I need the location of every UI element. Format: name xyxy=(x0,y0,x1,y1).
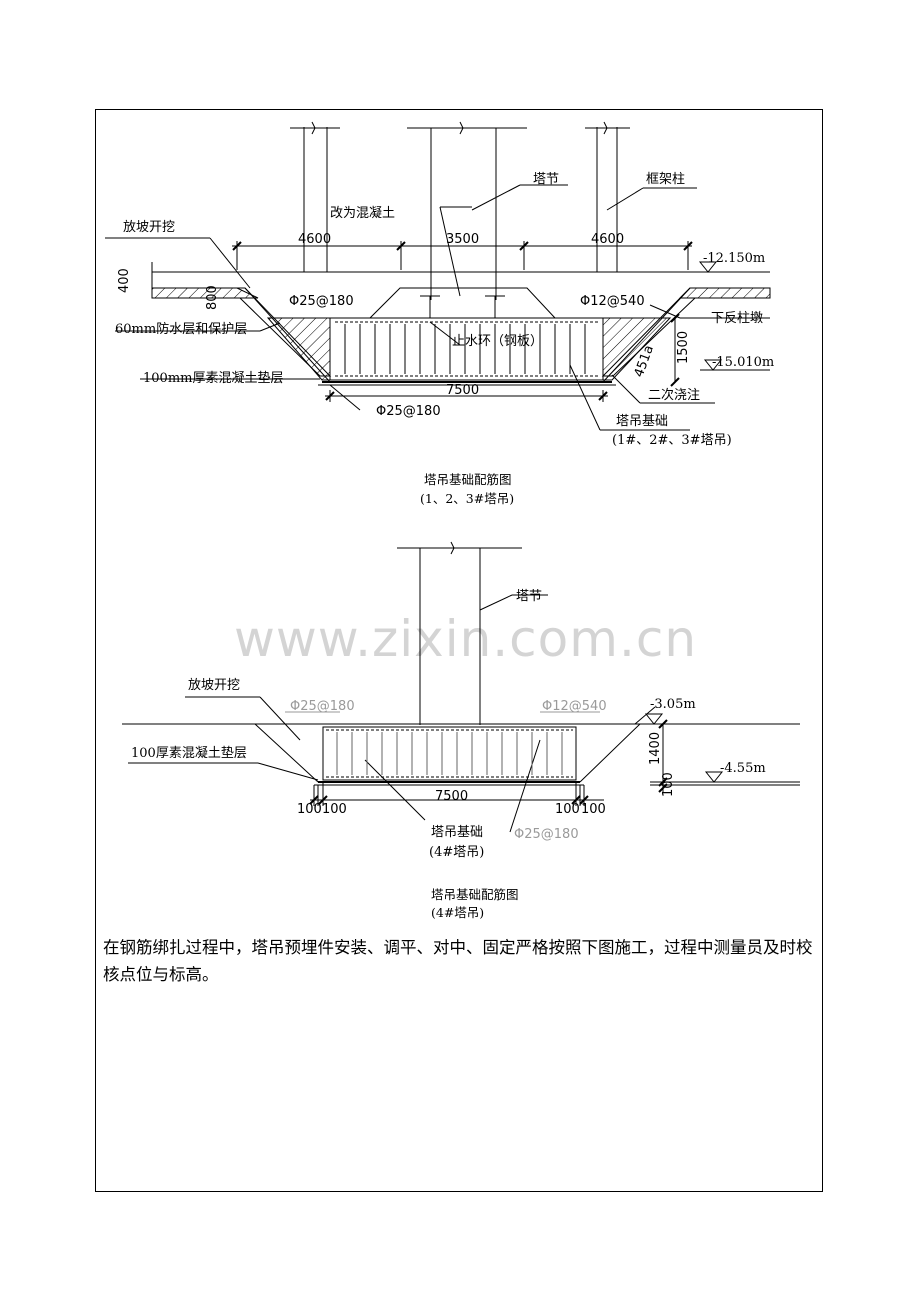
label-xiafan: 下反柱墩 xyxy=(711,311,763,326)
dim-100-a: 100 xyxy=(297,802,322,817)
caption-sub-1: (1、2、3#塔吊) xyxy=(420,491,514,506)
rebar-cage-2 xyxy=(326,729,573,778)
dim-7500-2: 7500 xyxy=(435,789,468,804)
watermark: www.zixin.com.cn xyxy=(234,610,697,668)
label-fangpo-2: 放坡开挖 xyxy=(188,678,240,693)
rebar-cage-1 xyxy=(335,321,598,377)
label-jichu-sub-2: (4#塔吊) xyxy=(429,845,484,860)
elev-top-1: -12.150m xyxy=(703,251,765,266)
rebar-bottom-1: Φ25@180 xyxy=(376,404,441,419)
dim-4600-right: 4600 xyxy=(591,232,624,247)
label-tajie-1: 塔节 xyxy=(533,172,559,187)
label-kuangjiazhu: 框架柱 xyxy=(646,172,685,187)
rebar-right-2: Φ12@540 xyxy=(542,699,607,714)
dim-4600-left: 4600 xyxy=(298,232,331,247)
caption-sub-2: (4#塔吊) xyxy=(431,905,484,920)
rebar-top-left-1: Φ25@180 xyxy=(289,294,354,309)
rebar-top-right-1: Φ12@540 xyxy=(580,294,645,309)
foundation-diagram-1 xyxy=(105,121,771,431)
label-fangpo-1: 放坡开挖 xyxy=(123,220,175,235)
construction-note: 在钢筋绑扎过程中，塔吊预埋件安装、调平、对中、固定严格按照下图施工，过程中测量员… xyxy=(103,938,813,984)
label-tajie-2: 塔节 xyxy=(516,589,542,604)
rebar-bottom-2: Φ25@180 xyxy=(514,827,579,842)
caption-2: 塔吊基础配筋图 xyxy=(431,887,519,902)
caption-1: 塔吊基础配筋图 xyxy=(424,472,512,487)
label-dianceng-2: 100厚素混凝土垫层 xyxy=(131,745,247,761)
dim-100-b: 100 xyxy=(322,802,347,817)
label-waterproof: 60mm防水层和保护层 xyxy=(115,321,247,337)
dim-3500: 3500 xyxy=(446,232,479,247)
elev-bottom-1: -15.010m xyxy=(712,355,774,370)
label-erci: 二次浇注 xyxy=(648,387,700,403)
document-frame xyxy=(95,109,823,1192)
label-zhishuihuan: 止水环（钢板） xyxy=(452,334,543,349)
label-jichu-sub-1: (1#、2#、3#塔吊) xyxy=(612,433,732,448)
dim-100-d: 100 xyxy=(581,802,606,817)
dim-100-c: 100 xyxy=(555,802,580,817)
rebar-left-2: Φ25@180 xyxy=(290,699,355,714)
dim-1500: 1500 xyxy=(676,331,691,364)
dim-7500-1: 7500 xyxy=(446,383,479,398)
label-dianceng-1: 100mm厚素混凝土垫层 xyxy=(143,370,283,386)
label-jichu-1: 塔吊基础 xyxy=(616,414,668,429)
elev-top-2: -3.05m xyxy=(650,697,696,712)
label-jichu-2: 塔吊基础 xyxy=(431,825,483,840)
foundation-diagram-2 xyxy=(122,541,800,833)
elev-bottom-2: -4.55m xyxy=(720,761,766,776)
dim-1400: 1400 xyxy=(648,732,663,765)
dim-800: 800 xyxy=(205,285,220,310)
dim-100-vertical: 100 xyxy=(661,772,676,797)
dim-400: 400 xyxy=(117,268,132,293)
label-gaiwei: 改为混凝土 xyxy=(330,205,395,221)
